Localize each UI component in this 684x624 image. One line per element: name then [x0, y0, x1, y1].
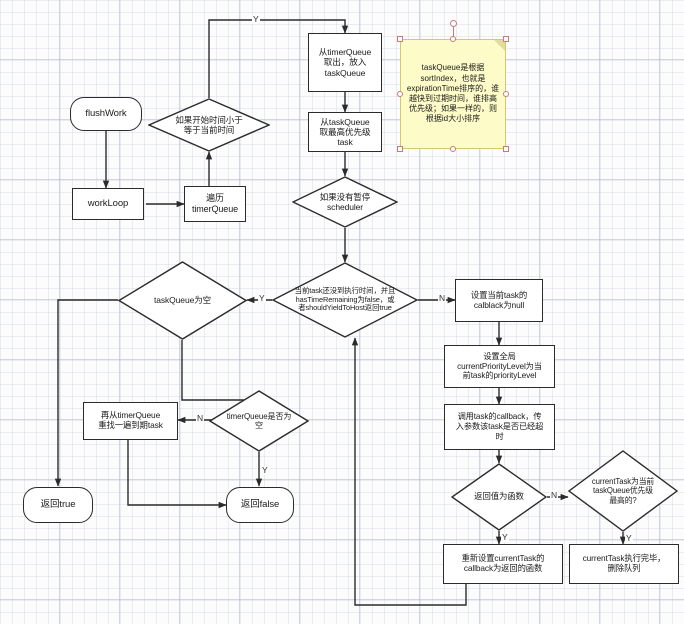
edge-label-highest-yes: Y [625, 533, 633, 543]
note-handle-bl[interactable] [397, 146, 403, 152]
node-research-timer-queue[interactable]: 再从timerQueue 重找一遍到期task [83, 402, 178, 440]
node-flush-work[interactable]: flushWork [70, 97, 142, 131]
edge-decide-move [208, 19, 349, 98]
node-check-not-paused[interactable]: 如果没有暂停 scheduler [292, 176, 398, 228]
note-handle-tl[interactable] [397, 36, 403, 42]
edge-label-cond-yes: Y [258, 293, 266, 303]
note-handle-ml[interactable] [397, 91, 403, 97]
node-decide-start-time[interactable]: 如果开始时间小于 等于当前时间 [148, 98, 270, 152]
edge-research-returnfalse [127, 440, 227, 509]
decide-start-time-shape [148, 98, 270, 152]
node-work-loop[interactable]: workLoop [72, 188, 144, 220]
edge-label-timerq-no: N [196, 413, 205, 423]
node-set-current-priority-label: 设置全局 currentPriorityLevel为当 前task的priori… [457, 351, 542, 381]
node-work-loop-label: workLoop [87, 198, 129, 210]
note-handle-tr[interactable] [503, 36, 509, 42]
node-research-timer-queue-label: 再从timerQueue 重找一遍到期task [98, 410, 163, 430]
node-take-highest-task-label: 从taskQueue 取最高优先级 task [319, 116, 371, 148]
edge-label-timer-yes-top: Y [252, 14, 260, 24]
note-handle-tc[interactable] [450, 36, 456, 42]
node-flush-work-label: flushWork [85, 108, 127, 120]
node-invoke-callback-label: 调用task的callback，传 入参数该task是否已经超 时 [455, 412, 544, 441]
node-task-done-remove[interactable]: currentTask执行完毕， 删除队列 [569, 544, 679, 584]
node-task-done-remove-label: currentTask执行完毕， 删除队列 [582, 553, 666, 573]
note-handle-bc[interactable] [450, 146, 456, 152]
node-set-callback-null-label: 设置当前task的 calblack为null [470, 289, 528, 310]
node-return-is-function-label: 返回值为函数 [474, 491, 524, 502]
node-return-false[interactable]: 返回false [226, 487, 294, 523]
node-main-condition-label: 当前task还没到执行时间，并且 hasTimeRemaining为false，… [294, 285, 396, 313]
node-move-timer-to-task[interactable]: 从timerQueue 取出，放入 taskQueue [308, 33, 382, 92]
sticky-note-text: taskQueue是根据sortIndex，也就是expirationTime排… [406, 63, 500, 124]
node-task-queue-empty[interactable]: taskQueue为空 [118, 261, 247, 340]
node-main-condition[interactable]: 当前task还没到执行时间，并且 hasTimeRemaining为false，… [272, 262, 418, 338]
edge-reset-loopback [351, 337, 467, 606]
node-set-current-priority[interactable]: 设置全局 currentPriorityLevel为当 前task的priori… [444, 345, 555, 388]
timer-queue-empty-shape [209, 390, 309, 452]
check-not-paused-shape [292, 176, 398, 228]
edge-label-isfunc-no: N [550, 490, 559, 500]
node-return-true[interactable]: 返回true [23, 487, 93, 523]
node-reset-callback[interactable]: 重新设置currentTask的 callback为返回的函数 [443, 544, 563, 584]
edge-label-isfunc-yes: Y [501, 532, 509, 542]
node-timer-queue-empty[interactable]: timerQueue是否为 空 [209, 390, 309, 452]
node-return-false-label: 返回false [240, 499, 280, 511]
node-traverse-timer-queue-label: 遍历 timerQueue [191, 193, 239, 214]
node-move-timer-to-task-label: 从timerQueue 取出，放入 taskQueue [318, 47, 372, 78]
node-reset-callback-label: 重新设置currentTask的 callback为返回的函数 [461, 553, 545, 573]
node-return-true-label: 返回true [40, 499, 76, 511]
node-timer-queue-empty-label: timerQueue是否为 空 [226, 411, 292, 430]
sticky-note[interactable]: taskQueue是根据sortIndex，也就是expirationTime排… [400, 39, 506, 149]
note-handle-br[interactable] [503, 146, 509, 152]
note-handle-mr[interactable] [503, 91, 509, 97]
main-condition-shape [272, 262, 418, 338]
node-is-highest-priority-label: currentTask为当前 taskQueue优先级 最高的? [591, 477, 655, 505]
node-task-queue-empty-label: taskQueue为空 [153, 295, 211, 306]
edge-label-cond-no: N [438, 293, 447, 303]
node-check-not-paused-label: 如果没有暂停 scheduler [319, 191, 371, 212]
node-traverse-timer-queue[interactable]: 遍历 timerQueue [184, 186, 246, 222]
return-is-function-shape [451, 463, 547, 531]
node-invoke-callback[interactable]: 调用task的callback，传 入参数该task是否已经超 时 [444, 404, 555, 450]
node-set-callback-null[interactable]: 设置当前task的 calblack为null [455, 279, 543, 322]
node-decide-start-time-label: 如果开始时间小于 等于当前时间 [175, 114, 243, 135]
edge-label-timerq-yes: Y [261, 465, 269, 475]
node-is-highest-priority[interactable]: currentTask为当前 taskQueue优先级 最高的? [568, 450, 678, 532]
node-return-is-function[interactable]: 返回值为函数 [451, 463, 547, 531]
is-highest-priority-shape [568, 450, 678, 532]
node-take-highest-task[interactable]: 从taskQueue 取最高优先级 task [308, 112, 382, 152]
edge-taskqueue-returntrue [54, 299, 118, 487]
note-rotate-handle[interactable] [450, 20, 457, 27]
note-fold-corner [494, 40, 505, 51]
task-queue-empty-shape [118, 261, 247, 340]
